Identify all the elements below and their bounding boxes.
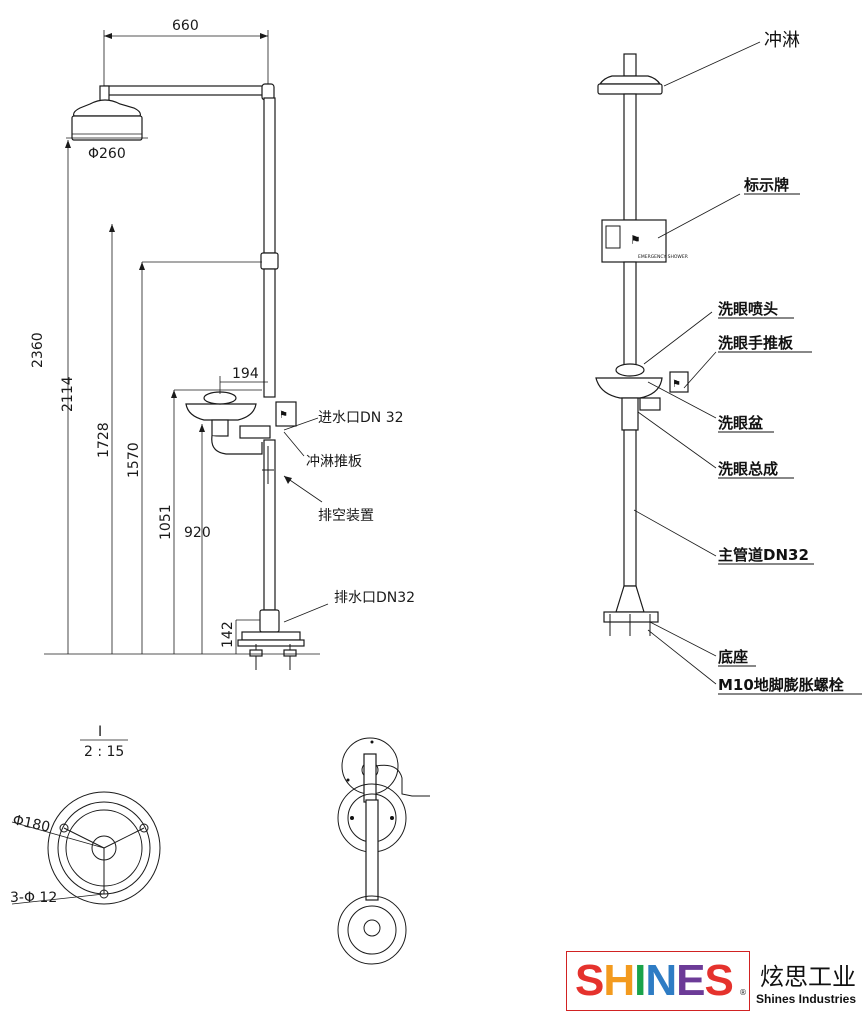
label-eyewash-nozzle: 洗眼喷头 bbox=[718, 300, 778, 318]
logo-letter: I bbox=[634, 956, 646, 1005]
dim-142: 142 bbox=[220, 621, 236, 648]
svg-text:⚑: ⚑ bbox=[630, 233, 641, 247]
label-drain-device: 排空装置 bbox=[318, 508, 374, 524]
label-eyewash-assembly: 洗眼总成 bbox=[718, 460, 778, 478]
label-drain-outlet: 排水口DN32 bbox=[334, 590, 415, 606]
dim-1051: 1051 bbox=[158, 504, 174, 540]
label-main-pipe: 主管道DN32 bbox=[718, 546, 809, 564]
detail-view: I 2 : 15 Φ180 3-Φ 12 bbox=[10, 724, 161, 906]
svg-text:⚑: ⚑ bbox=[279, 410, 288, 421]
dim-2114: 2114 bbox=[60, 376, 76, 412]
dim-194: 194 bbox=[232, 366, 259, 382]
label-anchor-bolt: M10地脚膨胀螺栓 bbox=[718, 676, 844, 694]
dim-2360: 2360 bbox=[30, 332, 46, 368]
logo-letter: E bbox=[676, 956, 705, 1005]
logo-letter: S bbox=[575, 956, 604, 1005]
dim-1728: 1728 bbox=[96, 422, 112, 458]
front-view: ⚑ EMERGENCY SHOWER ⚑ 冲淋 标示牌 洗眼喷头 洗眼手推板 洗 bbox=[595, 30, 862, 695]
dim-1570: 1570 bbox=[126, 442, 142, 478]
dim-head-diameter: Φ260 bbox=[88, 146, 126, 162]
top-view bbox=[337, 737, 430, 965]
dim-920: 920 bbox=[184, 525, 211, 541]
dim-660: 660 bbox=[172, 18, 199, 34]
detail-mark: I bbox=[98, 724, 102, 740]
svg-text:⚑: ⚑ bbox=[672, 379, 681, 390]
label-water-inlet: 进水口DN 32 bbox=[318, 410, 404, 426]
company-name-chinese: 炫思工业 bbox=[760, 963, 856, 991]
detail-scale: 2 : 15 bbox=[84, 744, 124, 760]
company-name-english: Shines Industries bbox=[756, 992, 857, 1006]
logo-letter: N bbox=[645, 956, 677, 1005]
logo-letter: S bbox=[704, 956, 734, 1005]
detail-outer-diameter: Φ180 bbox=[11, 812, 51, 835]
sign-text: EMERGENCY SHOWER bbox=[638, 254, 688, 260]
label-shower-push-plate: 冲淋推板 bbox=[306, 454, 362, 470]
logo-wordmark: SHINES bbox=[575, 956, 734, 1006]
side-view: 660 Φ260 ⚑ bbox=[30, 18, 415, 670]
shines-logo: SHINES ® bbox=[566, 951, 750, 1011]
label-shower: 冲淋 bbox=[764, 30, 800, 51]
label-sign-plate: 标示牌 bbox=[743, 176, 789, 194]
label-eyewash-bowl: 洗眼盆 bbox=[718, 414, 764, 432]
label-eyewash-push-plate: 洗眼手推板 bbox=[718, 334, 794, 352]
detail-holes: 3-Φ 12 bbox=[10, 890, 57, 906]
logo-registered-mark: ® bbox=[739, 988, 747, 997]
label-base: 底座 bbox=[718, 648, 748, 666]
logo-letter: H bbox=[603, 956, 635, 1005]
